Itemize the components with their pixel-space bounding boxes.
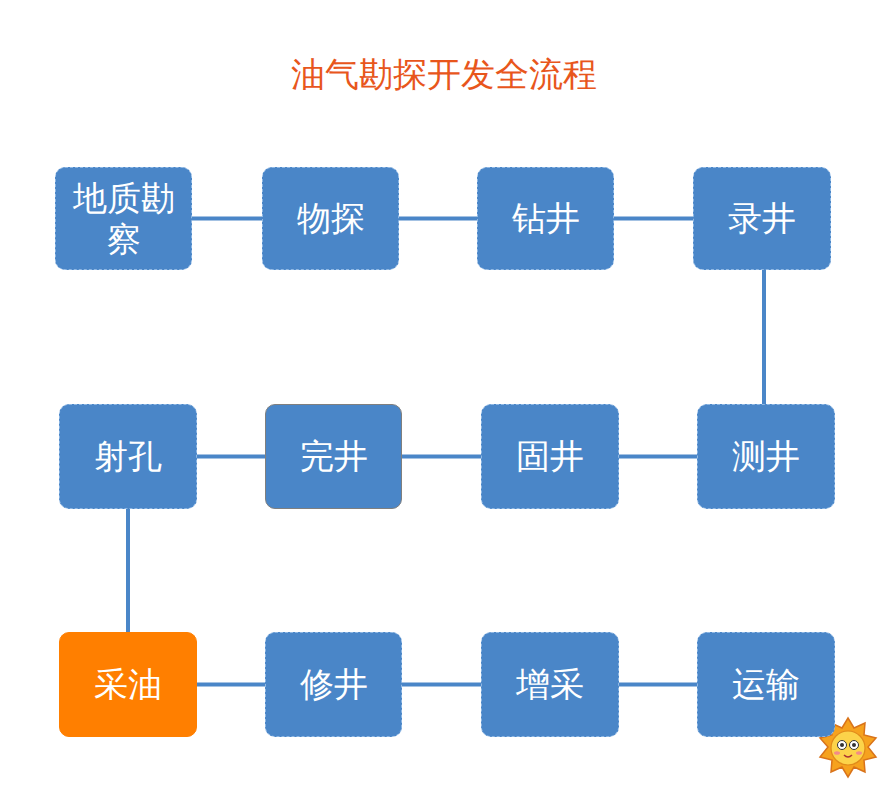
process-box: 运输 (697, 632, 835, 737)
process-box: 射孔 (59, 404, 197, 509)
connector-line (197, 683, 265, 687)
connector-line (192, 217, 262, 221)
step-label: 增采 (516, 664, 584, 705)
step-label: 运输 (732, 664, 800, 705)
process-box: 地质勘察 (55, 167, 192, 270)
step-label: 物探 (297, 198, 365, 239)
process-box: 物探 (262, 167, 399, 270)
step-label: 完井 (300, 436, 368, 477)
step-label: 射孔 (94, 436, 162, 477)
process-box: 修井 (265, 632, 402, 737)
step-label: 修井 (300, 664, 368, 705)
connector-line (197, 455, 265, 459)
step-label: 钻井 (512, 198, 580, 239)
diagram-title: 油气勘探开发全流程 (0, 52, 888, 98)
step-label: 固井 (516, 436, 584, 477)
connector-line (619, 455, 697, 459)
connector-line (402, 455, 481, 459)
process-box: 钻井 (477, 167, 614, 270)
step-label: 地质勘察 (65, 178, 182, 260)
process-box: 测井 (697, 404, 835, 509)
process-box: 采油 (59, 632, 197, 737)
step-label: 采油 (94, 664, 162, 705)
connector-line (619, 683, 697, 687)
step-label: 录井 (728, 198, 796, 239)
process-box: 完井 (265, 404, 402, 509)
connector-line (614, 217, 693, 221)
process-box: 固井 (481, 404, 619, 509)
connector-line (762, 270, 766, 404)
connector-line (402, 683, 481, 687)
process-box: 增采 (481, 632, 619, 737)
step-label: 测井 (732, 436, 800, 477)
connector-line (126, 509, 130, 632)
process-box: 录井 (693, 167, 831, 270)
connector-line (399, 217, 477, 221)
